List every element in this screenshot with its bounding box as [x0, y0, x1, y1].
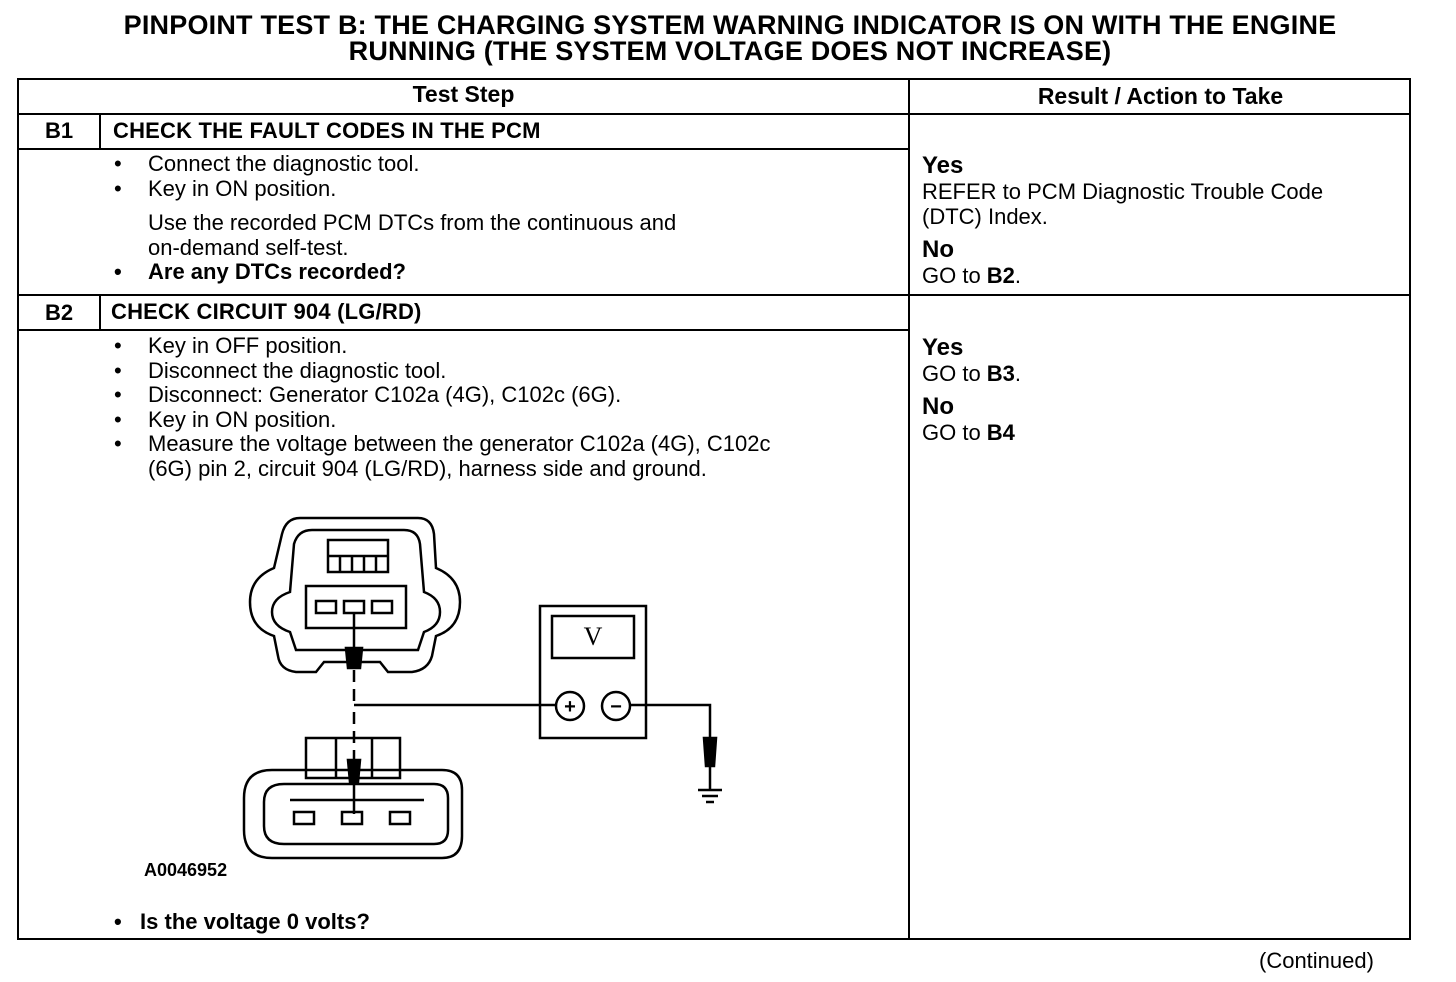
bullet-icon: • [114, 406, 122, 432]
connector-lower [242, 736, 464, 860]
title-line-2: RUNNING (THE SYSTEM VOLTAGE DOES NOT INC… [348, 36, 1112, 66]
list-note: on-demand self-test. [148, 234, 349, 260]
step-id-b1: B1 [44, 118, 74, 143]
b1-yes-label: Yes [922, 152, 964, 179]
bullet-icon: • [114, 333, 122, 358]
probe-upper-icon [344, 612, 364, 670]
bullet-icon: • [114, 431, 122, 456]
list-item: •Key in ON position. [114, 406, 337, 432]
list-item: •Are any DTCs recorded? [114, 259, 406, 284]
list-item: •Disconnect the diagnostic tool. [114, 357, 447, 383]
bullet-icon: • [114, 909, 122, 934]
page-title: PINPOINT TEST B: THE CHARGING SYSTEM WAR… [60, 10, 1400, 66]
continued-label: (Continued) [1259, 948, 1374, 973]
terminal-window [304, 584, 408, 630]
column-divider [908, 78, 910, 940]
b2-yes-action: GO to B3. [922, 361, 1022, 386]
connector-upper-outer [248, 516, 462, 674]
link-b2[interactable]: B2 [986, 263, 1015, 288]
bullet-icon: • [114, 175, 122, 201]
link-b3[interactable]: B3 [986, 361, 1015, 386]
step-title-b1: CHECK THE FAULT CODES IN THE PCM [113, 118, 541, 143]
b2-title-divider [17, 329, 908, 331]
bullet-icon: • [114, 357, 122, 383]
col-header-result: Result / Action to Take [1037, 83, 1284, 109]
b2-result: Yes GO to B3. No GO to B4 [922, 334, 1402, 446]
b1-no-action: GO to B2. [922, 263, 1022, 288]
test-table [17, 78, 1411, 940]
list-item: •Disconnect: Generator C102a (4G), C102c… [114, 382, 622, 407]
meter-symbol: V [584, 622, 603, 651]
b1-step-list: •Connect the diagnostic tool. •Key in ON… [110, 151, 900, 285]
step-title-b2: CHECK CIRCUIT 904 (LG/RD) [111, 299, 422, 324]
list-item: •Measure the voltage between the generat… [114, 431, 771, 456]
probe-lower-icon [346, 758, 362, 814]
bullet-icon: • [114, 382, 122, 407]
list-item: •Connect the diagnostic tool. [114, 151, 420, 176]
plus-terminal: + [564, 696, 576, 718]
b2-step-list: •Key in OFF position. •Disconnect the di… [110, 333, 900, 481]
b1-b2-divider [17, 294, 1411, 296]
step-id-b2: B2 [44, 300, 74, 325]
b1-id-divider [99, 113, 101, 150]
minus-terminal: − [610, 696, 622, 718]
ground-icon [698, 736, 722, 804]
b2-question: • Is the voltage 0 volts? [114, 909, 370, 934]
b2-no-label: No [922, 393, 954, 420]
col-header-test-step: Test Step [412, 81, 515, 107]
voltmeter-icon [538, 604, 648, 740]
figure-id: A0046952 [144, 860, 228, 880]
list-item: •Key in OFF position. [114, 333, 348, 358]
b2-yes-label: Yes [922, 334, 964, 361]
b1-result: Yes REFER to PCM Diagnostic Trouble Code… [922, 152, 1402, 289]
bullet-icon: • [114, 151, 122, 176]
connector-upper-inner [270, 528, 442, 652]
b1-no-label: No [922, 236, 954, 263]
b1-yes-action: REFER to PCM Diagnostic Trouble Code (DT… [922, 179, 1324, 229]
list-item: •Key in ON position. [114, 175, 337, 201]
header-row-divider [17, 113, 1411, 115]
b1-title-divider [17, 148, 908, 150]
list-note: Use the recorded PCM DTCs from the conti… [148, 210, 677, 235]
list-item-continuation: (6G) pin 2, circuit 904 (LG/RD), harness… [148, 455, 707, 481]
link-b4[interactable]: B4 [986, 420, 1015, 445]
bullet-icon: • [114, 259, 122, 284]
b2-no-action: GO to B4 [922, 420, 1015, 445]
b2-id-divider [99, 294, 101, 331]
title-line-1: PINPOINT TEST B: THE CHARGING SYSTEM WAR… [123, 10, 1337, 40]
